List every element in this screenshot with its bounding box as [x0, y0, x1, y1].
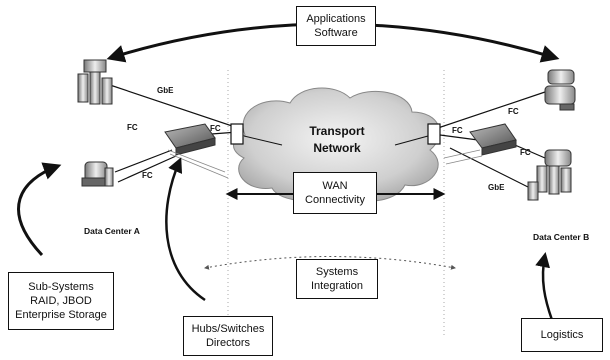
switch-right — [443, 123, 517, 165]
link-label-fc-left-3: FC — [142, 171, 153, 180]
link-fc-left-lower — [114, 149, 173, 173]
link-fc-left-lower-2 — [117, 155, 177, 183]
systems-integration-arc — [204, 256, 456, 270]
applications-software-box: Applications Software — [296, 6, 376, 46]
link-fc-right-mid — [439, 134, 479, 141]
hubs-switches-box: Hubs/Switches Directors — [183, 316, 273, 356]
data-center-b-label: Data Center B — [533, 232, 590, 242]
storage-array-left — [81, 161, 114, 187]
link-label-gbe-right: GbE — [488, 183, 505, 192]
gateway-right — [427, 123, 441, 145]
logistics-box: Logistics — [521, 318, 603, 352]
link-wan-right — [394, 135, 429, 146]
link-gbe-right — [449, 147, 531, 189]
link-fc-right-top — [437, 91, 546, 129]
transport-network-cloud — [233, 87, 441, 202]
hubs-arrow — [165, 157, 206, 302]
wan-connectivity-box: WAN Connectivity — [293, 172, 377, 214]
link-wan-left — [243, 135, 283, 146]
storage-array-right — [527, 149, 572, 201]
link-label-fc-right-3: FC — [520, 148, 531, 157]
gateway-left — [230, 123, 244, 145]
link-label-fc-right-1: FC — [508, 107, 519, 116]
data-center-a-label: Data Center A — [84, 226, 140, 236]
server-rack-left-top — [77, 59, 113, 105]
link-gbe-left — [109, 84, 239, 129]
systems-integration-box: Systems Integration — [296, 259, 378, 299]
subsystems-box: Sub-Systems RAID, JBOD Enterprise Storag… — [8, 272, 114, 330]
server-rack-right-top — [544, 69, 576, 111]
link-label-fc-left-2: FC — [210, 124, 221, 133]
link-label-gbe-left: GbE — [157, 86, 174, 95]
transport-network-label: Transport Network — [309, 124, 365, 155]
switch-left — [164, 123, 229, 179]
link-label-fc-left-1: FC — [127, 123, 138, 132]
link-label-fc-right-2: FC — [452, 126, 463, 135]
logistics-arrow — [535, 252, 554, 321]
subsystems-arrow — [17, 162, 62, 257]
